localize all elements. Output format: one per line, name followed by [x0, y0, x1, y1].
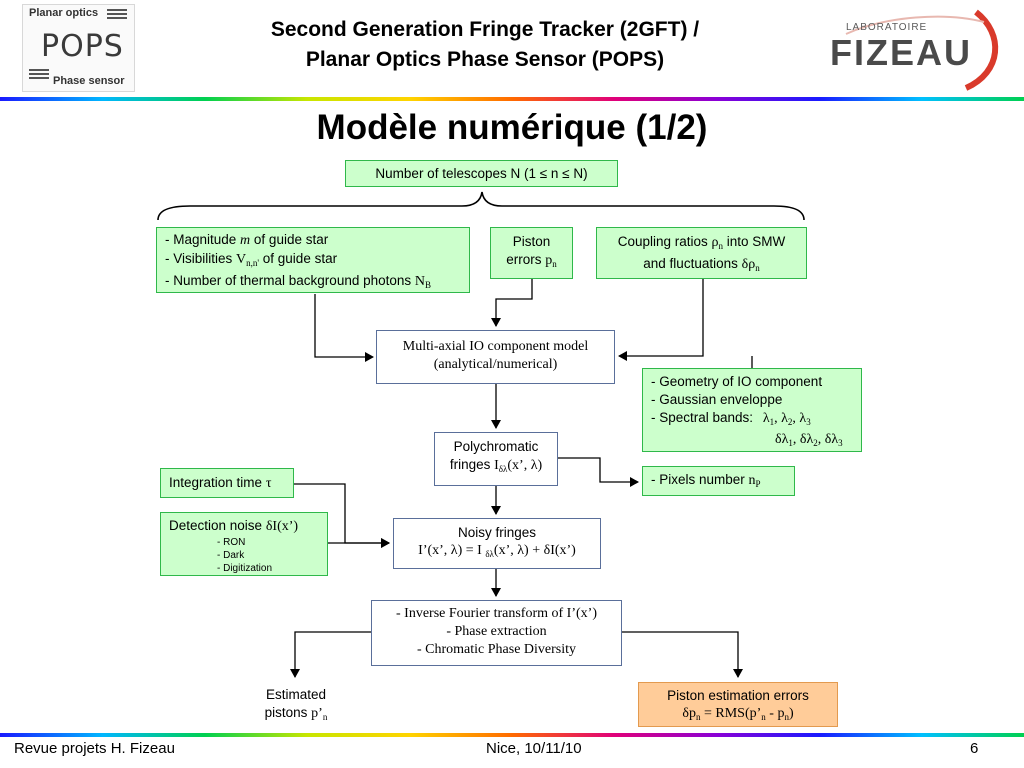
node-coupling-ratios: Coupling ratios ρn into SMW and fluctuat… [596, 227, 807, 279]
logo-right-small-text: LABORATOIRE [846, 22, 928, 33]
io-model-line-1: Multi-axial IO component model [402, 339, 589, 354]
top-rainbow-divider [0, 97, 1024, 101]
arrow-piston-to-io [491, 279, 533, 327]
estimated-line-2: pistons p’n [264, 705, 328, 722]
arrow-coupling-to-io [618, 279, 704, 361]
page-heading: Modèle numérique (1/2) [316, 108, 708, 147]
logo-lines-icon [107, 9, 127, 11]
node-noisy-fringes: Noisy fringes I’(x’, λ) = I δλ(x’, λ) + … [393, 518, 601, 569]
arrow-guide-star-to-io [314, 294, 374, 362]
footer-left: Revue projets H. Fizeau [14, 740, 175, 757]
geometry-line-1: - Geometry of IO component [651, 374, 823, 389]
geometry-line-3: - Spectral bands: λ1, λ2, λ3 [651, 410, 811, 427]
piston-line-1: Piston [512, 234, 551, 249]
detection-item-ron: - RON [217, 537, 246, 548]
node-integration-time: Integration time τ [160, 468, 294, 498]
estimated-line-1: Estimated [265, 687, 327, 702]
footer-page-number: 6 [970, 740, 979, 757]
fourier-line-2: - Phase extraction [446, 624, 547, 639]
fizeau-swoosh-icon [845, 9, 999, 91]
guide-star-line-3: - Number of thermal background photons N… [165, 273, 432, 290]
detection-item-digitization: - Digitization [217, 563, 273, 574]
guide-star-line-1: - Magnitude m of guide star [165, 232, 329, 248]
detection-line-1: Detection noise δI(x’) [169, 518, 299, 534]
errors-line-2: δpn = RMS(p’n - pn) [682, 706, 794, 722]
fourier-line-1: - Inverse Fourier transform of I’(x’) [396, 606, 597, 621]
node-pixels-number: - Pixels number nP [642, 466, 795, 496]
node-number-of-telescopes: Number of telescopes N (1 ≤ n ≤ N) [345, 160, 618, 187]
telescopes-brace [157, 191, 805, 221]
telescopes-text: Number of telescopes N (1 ≤ n ≤ N) [375, 166, 588, 181]
io-model-line-2: (analytical/numerical) [433, 357, 558, 372]
coupling-line-1: Coupling ratios ρn into SMW [617, 234, 786, 251]
noisy-line-1: Noisy fringes [457, 525, 537, 540]
fizeau-logo: LABORATOIRE FIZEAU [826, 4, 1006, 92]
title-line-1: Second Generation Fringe Tracker (2GFT) … [270, 18, 700, 41]
node-io-component-model: Multi-axial IO component model (analytic… [376, 330, 615, 384]
polychromatic-line-2: fringes Iδλ(x’, λ) [449, 457, 543, 474]
coupling-line-2: and fluctuations δρn [643, 256, 760, 273]
bottom-rainbow-divider [0, 733, 1024, 737]
node-polychromatic-fringes: Polychromatic fringes Iδλ(x’, λ) [434, 432, 558, 486]
noisy-line-2: I’(x’, λ) = I δλ(x’, λ) + δI(x’) [418, 543, 576, 559]
node-detection-noise: Detection noise δI(x’) - RON - Dark - Di… [160, 512, 328, 576]
polychromatic-line-1: Polychromatic [453, 439, 539, 454]
arrow-polychromatic-to-pixels [558, 457, 639, 487]
node-piston-estimation-errors: Piston estimation errors δpn = RMS(p’n -… [638, 682, 838, 727]
detection-item-dark: - Dark [217, 550, 245, 561]
arrow-fourier-to-errors [622, 631, 743, 678]
node-geometry-spectral: - Geometry of IO component - Gaussian en… [642, 368, 862, 452]
node-estimated-pistons: Estimated pistons p’n [240, 686, 352, 728]
logo-right-main-text: FIZEAU [830, 32, 972, 73]
logo-lines-icon [29, 77, 49, 79]
geometry-line-4: δλ1, δλ2, δλ3 [775, 432, 843, 448]
arrow-fourier-to-estimated [290, 631, 371, 678]
node-piston-errors: Piston errors pn [490, 227, 573, 279]
piston-line-2: errors pn [506, 252, 557, 269]
footer-date: Nice, 10/11/10 [486, 740, 582, 757]
title-line-2: Planar Optics Phase Sensor (POPS) [305, 48, 665, 71]
logo-left-bottom-text: Phase sensor [53, 75, 125, 87]
geometry-line-2: - Gaussian enveloppe [651, 392, 783, 407]
pops-logo: Planar optics POPS Phase sensor [22, 4, 135, 92]
node-fourier-processing: - Inverse Fourier transform of I’(x’) - … [371, 600, 622, 666]
node-guide-star-parameters: - Magnitude m of guide star - Visibiliti… [156, 227, 470, 293]
logo-left-main-text: POPS [41, 29, 124, 64]
guide-star-line-2: - Visibilities Vn,n' of guide star [165, 251, 338, 268]
logo-left-top-text: Planar optics [29, 7, 99, 19]
fourier-line-3: - Chromatic Phase Diversity [416, 642, 577, 657]
errors-line-1: Piston estimation errors [667, 688, 809, 703]
